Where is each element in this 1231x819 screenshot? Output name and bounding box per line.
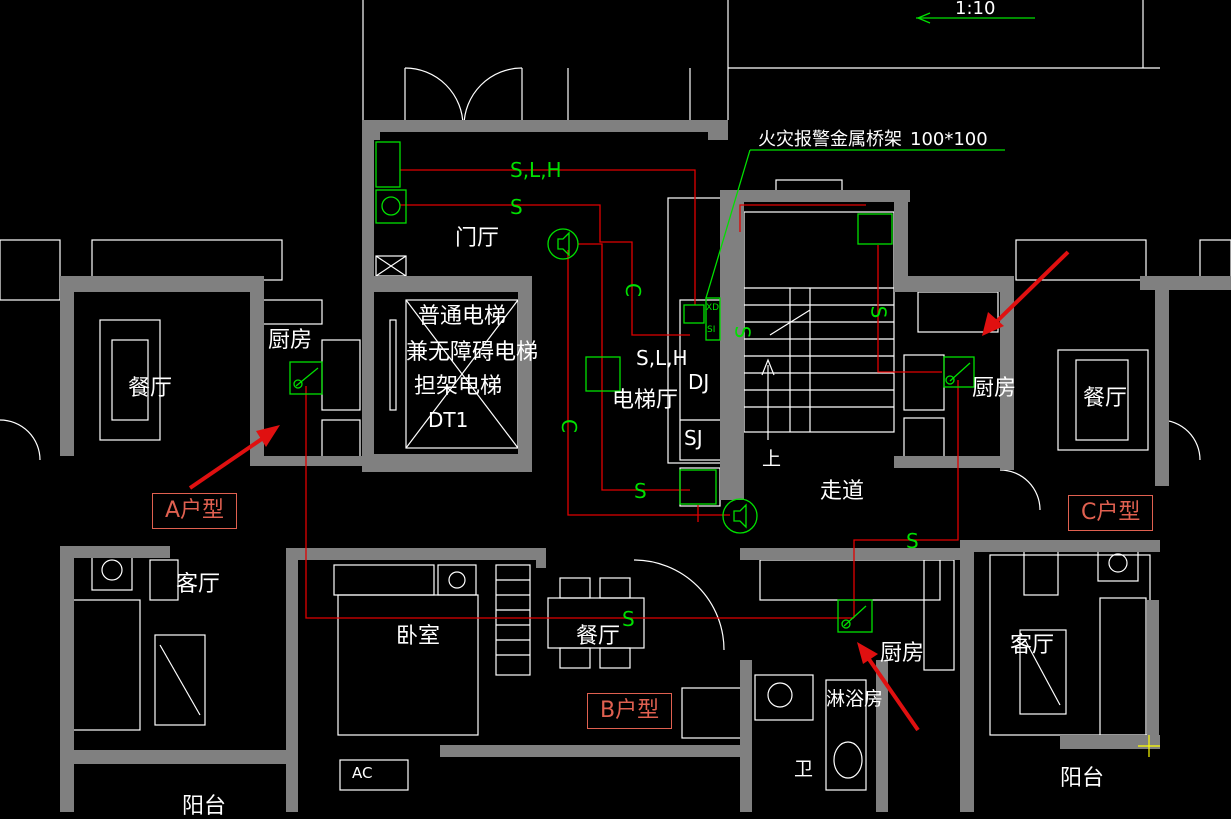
signal-s-right-lower: S: [906, 529, 919, 553]
pointer-arrows: [188, 250, 1070, 732]
room-corridor: 走道: [820, 479, 865, 504]
signal-s-lower: S: [634, 479, 647, 503]
shaft-dj: DJ: [688, 370, 710, 394]
room-kitchen-c: 厨房: [972, 376, 1017, 401]
elevator-line-3: 担架电梯: [414, 374, 503, 399]
room-living-a: 客厅: [176, 572, 221, 597]
tray-note-label: 火灾报警金属桥架: [758, 129, 902, 150]
unit-tag-b: B户型: [587, 693, 673, 729]
unit-tag-a: A户型: [152, 493, 238, 529]
signal-c-upper: C: [620, 283, 645, 297]
room-bedroom-b: 卧室: [396, 624, 441, 649]
room-living-c: 客厅: [1010, 633, 1055, 658]
room-entrance-hall: 门厅: [455, 226, 500, 251]
walls: [60, 120, 1231, 812]
room-dining-c: 餐厅: [1083, 386, 1128, 411]
signal-s-bottom: S: [622, 607, 635, 631]
room-elevator-lobby: 电梯厅: [612, 388, 679, 413]
module-si: SI: [707, 325, 716, 335]
shaft-label: S,L,H: [636, 346, 688, 370]
module-xd: XD: [706, 303, 720, 313]
room-balcony-a: 阳台: [182, 794, 227, 819]
room-kitchen-b: 厨房: [880, 641, 925, 666]
room-dining-b: 餐厅: [576, 624, 621, 649]
signal-slh-top: S,L,H: [510, 158, 562, 182]
room-bath: 卫: [794, 758, 814, 780]
signal-s-top: S: [510, 195, 523, 219]
elevator-id: DT1: [428, 408, 469, 432]
devices: [289, 12, 1035, 633]
ac-unit-label: AC: [352, 764, 373, 782]
elevator-line-2: 兼无障碍电梯: [406, 340, 539, 365]
crosshair: [1138, 735, 1160, 757]
stair-up-label: 上: [762, 448, 782, 470]
room-shower: 淋浴房: [826, 688, 884, 710]
scale-label: 1:10: [955, 0, 996, 19]
elevator-line-1: 普通电梯: [418, 304, 507, 329]
room-balcony-c: 阳台: [1060, 766, 1105, 791]
shaft-sj: SJ: [684, 426, 703, 450]
tray-note-size: 100*100: [910, 129, 988, 150]
signal-s-stair: S: [730, 325, 755, 339]
signal-c-lower: C: [556, 419, 581, 433]
unit-tag-c: C户型: [1068, 495, 1154, 531]
signal-s-right: S: [866, 305, 891, 319]
room-dining-a: 餐厅: [128, 376, 173, 401]
room-kitchen-a: 厨房: [268, 328, 313, 353]
cable-runs: [305, 169, 959, 619]
